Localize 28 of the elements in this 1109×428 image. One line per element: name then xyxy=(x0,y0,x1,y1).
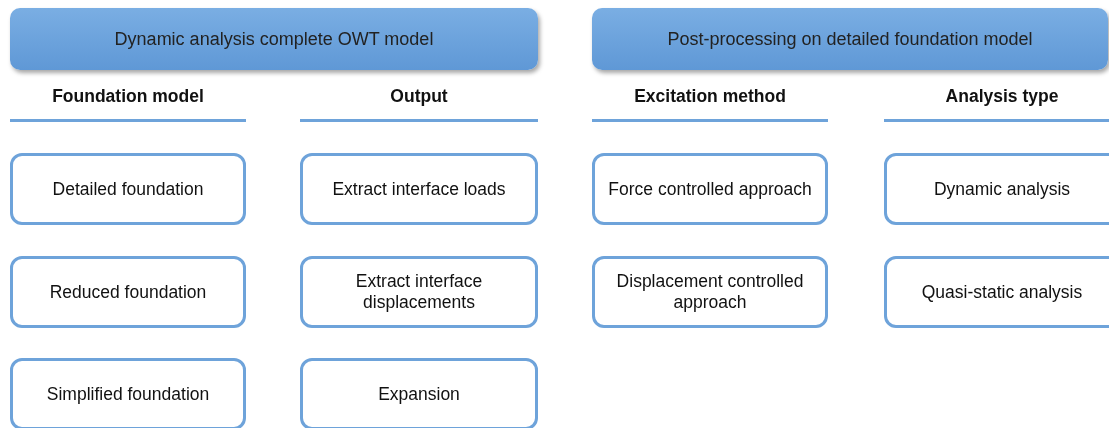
process-box xyxy=(884,256,1109,328)
column-heading: Foundation model xyxy=(51,86,205,107)
node-text: Simplified foundation xyxy=(46,383,210,405)
node-text: Dynamic analysis xyxy=(933,178,1071,200)
node-text: Quasi-static analysis xyxy=(921,281,1083,303)
node-text: Displacement controlled approach xyxy=(615,271,805,313)
process-box xyxy=(592,153,828,225)
process-box xyxy=(884,153,1109,225)
node-text: Extract interface displacements xyxy=(354,271,484,313)
process-box xyxy=(300,153,538,225)
column-heading: Output xyxy=(389,86,449,107)
node-text: Force controlled approach xyxy=(608,178,812,200)
process-box xyxy=(300,256,538,328)
process-box xyxy=(10,256,246,328)
process-box xyxy=(300,358,538,428)
process-box xyxy=(10,358,246,428)
node-text: Detailed foundation xyxy=(52,178,204,200)
node-text: Post-processing on detailed foundation model xyxy=(667,28,1033,50)
node-text: Dynamic analysis complete OWT model xyxy=(114,28,434,50)
node-text: Expansion xyxy=(378,383,460,405)
node-text: Extract interface loads xyxy=(332,178,506,200)
header-bar xyxy=(592,8,1108,70)
column-heading: Excitation method xyxy=(633,86,787,107)
node-text: Reduced foundation xyxy=(49,281,207,303)
process-box xyxy=(10,153,246,225)
column-heading: Analysis type xyxy=(944,86,1060,107)
header-bar xyxy=(10,8,538,70)
process-box xyxy=(592,256,828,328)
